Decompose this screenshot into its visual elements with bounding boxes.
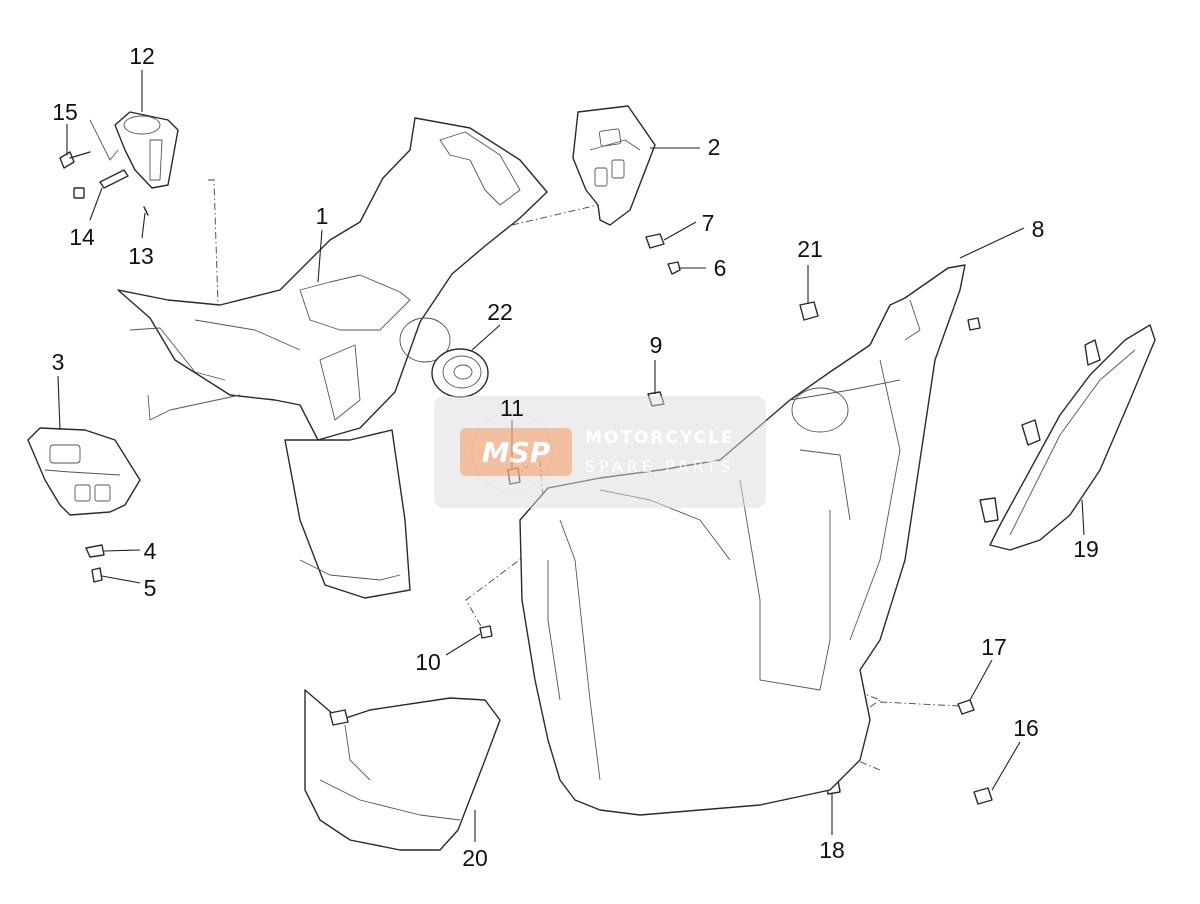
- watermark-logo-box: [460, 428, 572, 476]
- part-1-handlebar-rear-cover: [117, 117, 548, 599]
- part-2-right-switch-housing: [572, 105, 656, 226]
- callout-9: 9: [650, 332, 663, 358]
- fasteners: [59, 151, 993, 805]
- callout-1: 1: [316, 203, 329, 229]
- callout-8: 8: [1032, 216, 1045, 242]
- callout-18: 18: [819, 837, 845, 863]
- callout-12: 12: [129, 43, 155, 69]
- callout-7: 7: [702, 210, 715, 236]
- watermark-logo: MSP: [482, 436, 551, 469]
- part-12-lever-bracket: [89, 111, 179, 189]
- callout-11: 11: [500, 395, 524, 421]
- callout-4: 4: [144, 538, 157, 564]
- callout-6: 6: [714, 255, 727, 281]
- watermark-background: [434, 396, 766, 508]
- callout-2: 2: [708, 134, 721, 160]
- watermark-line-1: MOTORCYCLE: [585, 428, 735, 448]
- watermark-line-2: SPARE PARTS: [585, 457, 735, 476]
- callout-17: 17: [981, 634, 1007, 660]
- callout-16: 16: [1013, 715, 1039, 741]
- callout-19: 19: [1073, 536, 1099, 562]
- part-19-right-panel: [979, 324, 1156, 551]
- callout-21: 21: [797, 236, 823, 262]
- callout-15: 15: [52, 99, 78, 125]
- callout-14: 14: [69, 224, 95, 250]
- callout-13: 13: [128, 243, 154, 269]
- callout-3: 3: [52, 349, 65, 375]
- callout-5: 5: [144, 575, 157, 601]
- callout-22: 22: [487, 299, 513, 325]
- watermark: MSP MOTORCYCLE SPARE PARTS: [434, 396, 766, 508]
- callout-20: 20: [462, 845, 488, 871]
- callout-labels: 12 15 14 13 1 2 7 6 8 21 9 3 4 5 22 11 1…: [52, 43, 1099, 871]
- part-20-left-panel: [304, 689, 501, 851]
- callout-10: 10: [415, 649, 441, 675]
- part-3-left-switch-housing: [27, 427, 141, 516]
- part-front-leg-shield: [519, 264, 966, 816]
